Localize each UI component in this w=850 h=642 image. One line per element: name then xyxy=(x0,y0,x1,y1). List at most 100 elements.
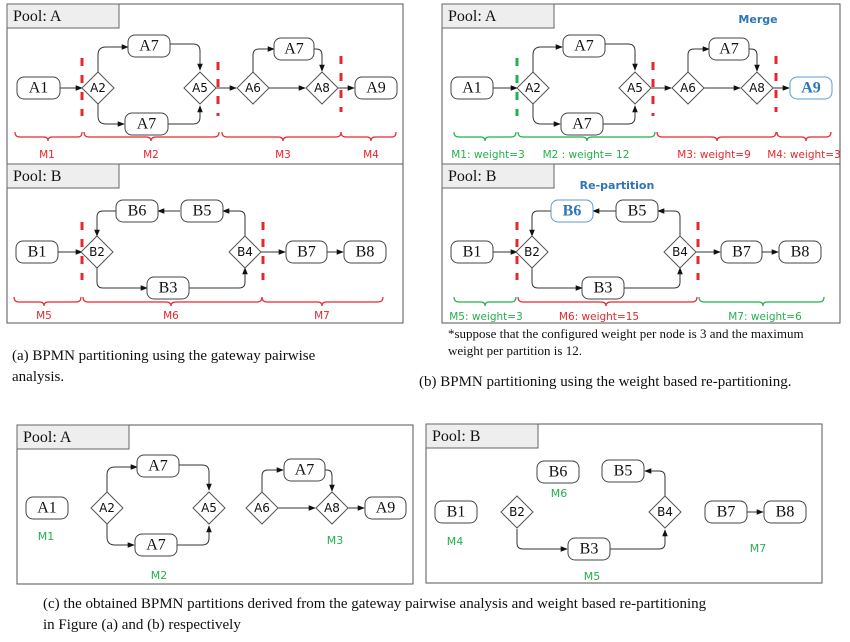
gateway-A6[interactable]: A6 xyxy=(671,71,705,105)
panel-b-pool-a: Pool: A Merge A1 A7 A7 A7 A9 A2 A5 A6 A8… xyxy=(441,3,841,165)
svg-text:A1: A1 xyxy=(29,80,49,97)
task-B3[interactable]: B3 xyxy=(567,537,611,561)
task-A1[interactable]: A1 xyxy=(450,76,494,100)
svg-text:B6: B6 xyxy=(128,203,147,220)
svg-text:A2: A2 xyxy=(90,81,106,95)
task-B5[interactable]: B5 xyxy=(180,199,224,223)
sequence-flow xyxy=(529,210,551,237)
sequence-flow xyxy=(106,464,138,492)
svg-text:A1: A1 xyxy=(462,80,482,97)
gateway-A5[interactable]: A5 xyxy=(183,71,217,105)
task-A7-right[interactable]: A7 xyxy=(273,37,315,61)
svg-text:A7: A7 xyxy=(284,41,304,58)
task-A7-right[interactable]: A7 xyxy=(708,37,750,61)
svg-text:A5: A5 xyxy=(627,81,643,95)
gateway-A5[interactable]: A5 xyxy=(618,71,652,105)
pool-header xyxy=(16,424,130,450)
task-A7-top[interactable]: A7 xyxy=(136,454,180,478)
partition-brace xyxy=(221,131,342,142)
task-B3[interactable]: B3 xyxy=(146,276,190,300)
sequence-flow xyxy=(261,467,284,492)
svg-text:A9: A9 xyxy=(366,80,386,97)
svg-text:A7: A7 xyxy=(572,116,592,133)
partition-brace xyxy=(453,131,517,142)
task-A1[interactable]: A1 xyxy=(25,496,69,520)
task-A7-right[interactable]: A7 xyxy=(283,458,326,482)
task-B1[interactable]: B1 xyxy=(434,500,478,524)
sequence-flow xyxy=(532,104,561,127)
sequence-flow xyxy=(657,208,681,236)
task-A7-top[interactable]: A7 xyxy=(127,34,171,58)
sequence-flow xyxy=(610,529,668,550)
pool-header xyxy=(6,163,120,189)
partition-label: M7 xyxy=(314,310,330,322)
svg-text:A5: A5 xyxy=(192,81,208,95)
svg-text:B2: B2 xyxy=(524,245,540,259)
gateway-B4[interactable]: B4 xyxy=(228,235,262,269)
task-B7[interactable]: B7 xyxy=(720,240,763,264)
partition-label: M5 xyxy=(36,310,52,322)
task-B8[interactable]: B8 xyxy=(778,240,822,264)
gateway-A6[interactable]: A6 xyxy=(245,491,279,525)
task-B5[interactable]: B5 xyxy=(601,459,645,483)
svg-text:A7: A7 xyxy=(139,38,159,55)
svg-text:B5: B5 xyxy=(628,203,647,220)
partition-label: M5: weight=3 xyxy=(449,311,523,323)
partition-label: M2 xyxy=(143,149,159,161)
task-A7-top[interactable]: A7 xyxy=(562,34,606,58)
gateway-B4[interactable]: B4 xyxy=(663,235,697,269)
svg-text:A9: A9 xyxy=(376,500,396,517)
task-B6-repartitioned[interactable]: B6 xyxy=(550,199,594,223)
svg-text:A1: A1 xyxy=(37,500,57,517)
task-B6[interactable]: B6 xyxy=(115,199,159,223)
gateway-A8[interactable]: A8 xyxy=(315,491,349,525)
task-A7-bottom[interactable]: A7 xyxy=(124,112,169,136)
gateway-A5[interactable]: A5 xyxy=(192,491,226,525)
pool-header xyxy=(441,163,555,189)
task-B1[interactable]: B1 xyxy=(15,240,59,264)
svg-text:A7: A7 xyxy=(148,458,168,475)
panel-c-pool-b: Pool: B B6 B5 B1 B3 B7 B8 B2 B4 M6 M4 M5… xyxy=(425,423,823,584)
gateway-A2[interactable]: A2 xyxy=(81,71,115,105)
repartition-note: Re-partition xyxy=(580,179,655,192)
svg-text:B7: B7 xyxy=(297,244,316,261)
sequence-flow xyxy=(97,44,129,72)
task-B6[interactable]: B6 xyxy=(536,460,580,484)
gateway-A8[interactable]: A8 xyxy=(305,71,339,105)
task-A9-merged[interactable]: A9 xyxy=(789,76,833,100)
gateway-B2[interactable]: B2 xyxy=(500,495,534,529)
sequence-flow xyxy=(687,46,710,72)
caption-a-line2: analysis. xyxy=(12,369,64,385)
task-B5[interactable]: B5 xyxy=(615,199,659,223)
task-A7-bottom[interactable]: A7 xyxy=(134,533,178,557)
partition-brace xyxy=(340,131,397,142)
pool-title: Pool: A xyxy=(23,429,72,446)
task-A9[interactable]: A9 xyxy=(354,76,398,100)
task-A1[interactable]: A1 xyxy=(16,76,61,100)
gateway-B2[interactable]: B2 xyxy=(80,235,114,269)
gateway-A2[interactable]: A2 xyxy=(90,491,124,525)
sequence-flow xyxy=(177,525,212,546)
partition-label: M5 xyxy=(584,570,601,583)
gateway-A8[interactable]: A8 xyxy=(740,71,774,105)
task-B7[interactable]: B7 xyxy=(704,500,748,524)
task-B3[interactable]: B3 xyxy=(581,276,625,300)
task-A7-bottom[interactable]: A7 xyxy=(560,112,604,136)
task-B1[interactable]: B1 xyxy=(450,240,494,264)
merge-note: Merge xyxy=(738,13,777,26)
svg-text:A8: A8 xyxy=(314,81,330,95)
task-A9[interactable]: A9 xyxy=(364,496,407,520)
task-B8[interactable]: B8 xyxy=(763,500,807,524)
task-B8[interactable]: B8 xyxy=(343,240,387,264)
gateway-A2[interactable]: A2 xyxy=(516,71,550,105)
pool-header xyxy=(425,423,539,449)
sequence-flow xyxy=(531,268,583,291)
task-B7[interactable]: B7 xyxy=(285,240,328,264)
partition-label: M2 : weight= 12 xyxy=(543,149,630,161)
gateway-A6[interactable]: A6 xyxy=(236,71,270,105)
sequence-flow xyxy=(252,46,275,72)
gateway-B2[interactable]: B2 xyxy=(515,235,549,269)
gateway-B4[interactable]: B4 xyxy=(648,495,682,529)
svg-text:A8: A8 xyxy=(324,501,340,515)
pool-header xyxy=(6,3,120,29)
